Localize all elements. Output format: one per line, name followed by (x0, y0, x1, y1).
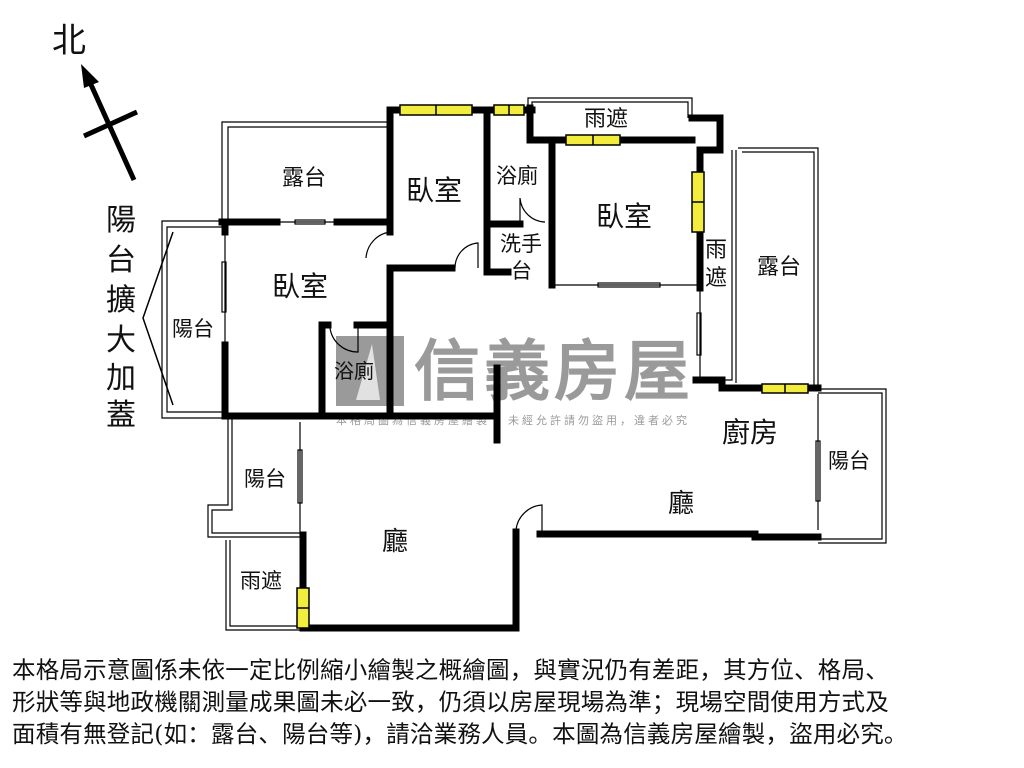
room-bedroom-2: 臥室 (596, 200, 652, 233)
room-canopy-right-line1: 雨 (705, 238, 727, 263)
disclaimer-line-2: 形狀等與地政機關測量成果圖未必一致，仍須以房屋現場為準；現場空間使用方式及 (12, 688, 889, 716)
balcony-rails (161, 97, 887, 631)
annotation-char: 擴 (106, 283, 136, 318)
annotation-char: 陽 (106, 203, 136, 238)
compass-label: 北 (52, 21, 86, 61)
annotation-char: 台 (106, 243, 136, 278)
annotation-bracket (142, 231, 174, 406)
room-washbasin-line2: 台 (511, 259, 532, 283)
annotation-text: 陽 台 擴 大 加 蓋 (106, 203, 136, 433)
north-arrow-icon (81, 64, 139, 182)
annotation-char: 加 (106, 361, 136, 396)
room-canopy-bottom-left: 雨遮 (240, 569, 282, 593)
room-bathroom-2: 浴廁 (334, 359, 374, 383)
room-canopy-right-line2: 遮 (705, 266, 727, 291)
room-bedroom-1: 臥室 (406, 174, 462, 207)
room-terrace-top-left: 露台 (282, 166, 326, 191)
watermark-brand: 信義房屋 (414, 333, 694, 410)
room-kitchen: 廚房 (722, 416, 778, 449)
swing-doors (329, 197, 546, 534)
walls (218, 104, 822, 632)
watermark-logo-mark-icon (356, 344, 380, 400)
room-labels: 露台 臥室 浴廁 洗手 台 雨遮 臥室 雨 遮 露台 臥室 陽台 浴廁 陽台 雨… (172, 107, 870, 593)
room-living-left: 廳 (382, 527, 408, 557)
sliding-doors (221, 219, 821, 535)
disclaimer-line-3: 面積有無登記(如：露台、陽台等)，請洽業務人員。本圖為信義房屋繪製，盜用必究。 (12, 720, 908, 748)
windows (296, 104, 809, 629)
annotation-char: 蓋 (106, 398, 136, 433)
room-bathroom-1: 浴廁 (496, 164, 538, 188)
room-canopy-top: 雨遮 (584, 107, 628, 132)
room-balcony-right: 陽台 (828, 449, 870, 473)
watermark-notice-right: 未經允許請勿盜用，違者必究 (508, 413, 690, 427)
annotation-char: 大 (106, 323, 136, 358)
room-living-right: 廳 (668, 489, 694, 519)
room-balcony-lower-left: 陽台 (244, 467, 286, 491)
room-balcony-left: 陽台 (172, 317, 214, 341)
disclaimer: 本格局示意圖係未依一定比例縮小繪製之概繪圖，與實況仍有差距，其方位、格局、 形狀… (12, 654, 1012, 750)
disclaimer-line-1: 本格局示意圖係未依一定比例縮小繪製之概繪圖，與實況仍有差距，其方位、格局、 (12, 656, 889, 684)
room-washbasin-line1: 洗手 (500, 232, 542, 256)
room-terrace-right: 露台 (757, 255, 801, 280)
room-bedroom-3: 臥室 (272, 270, 328, 303)
